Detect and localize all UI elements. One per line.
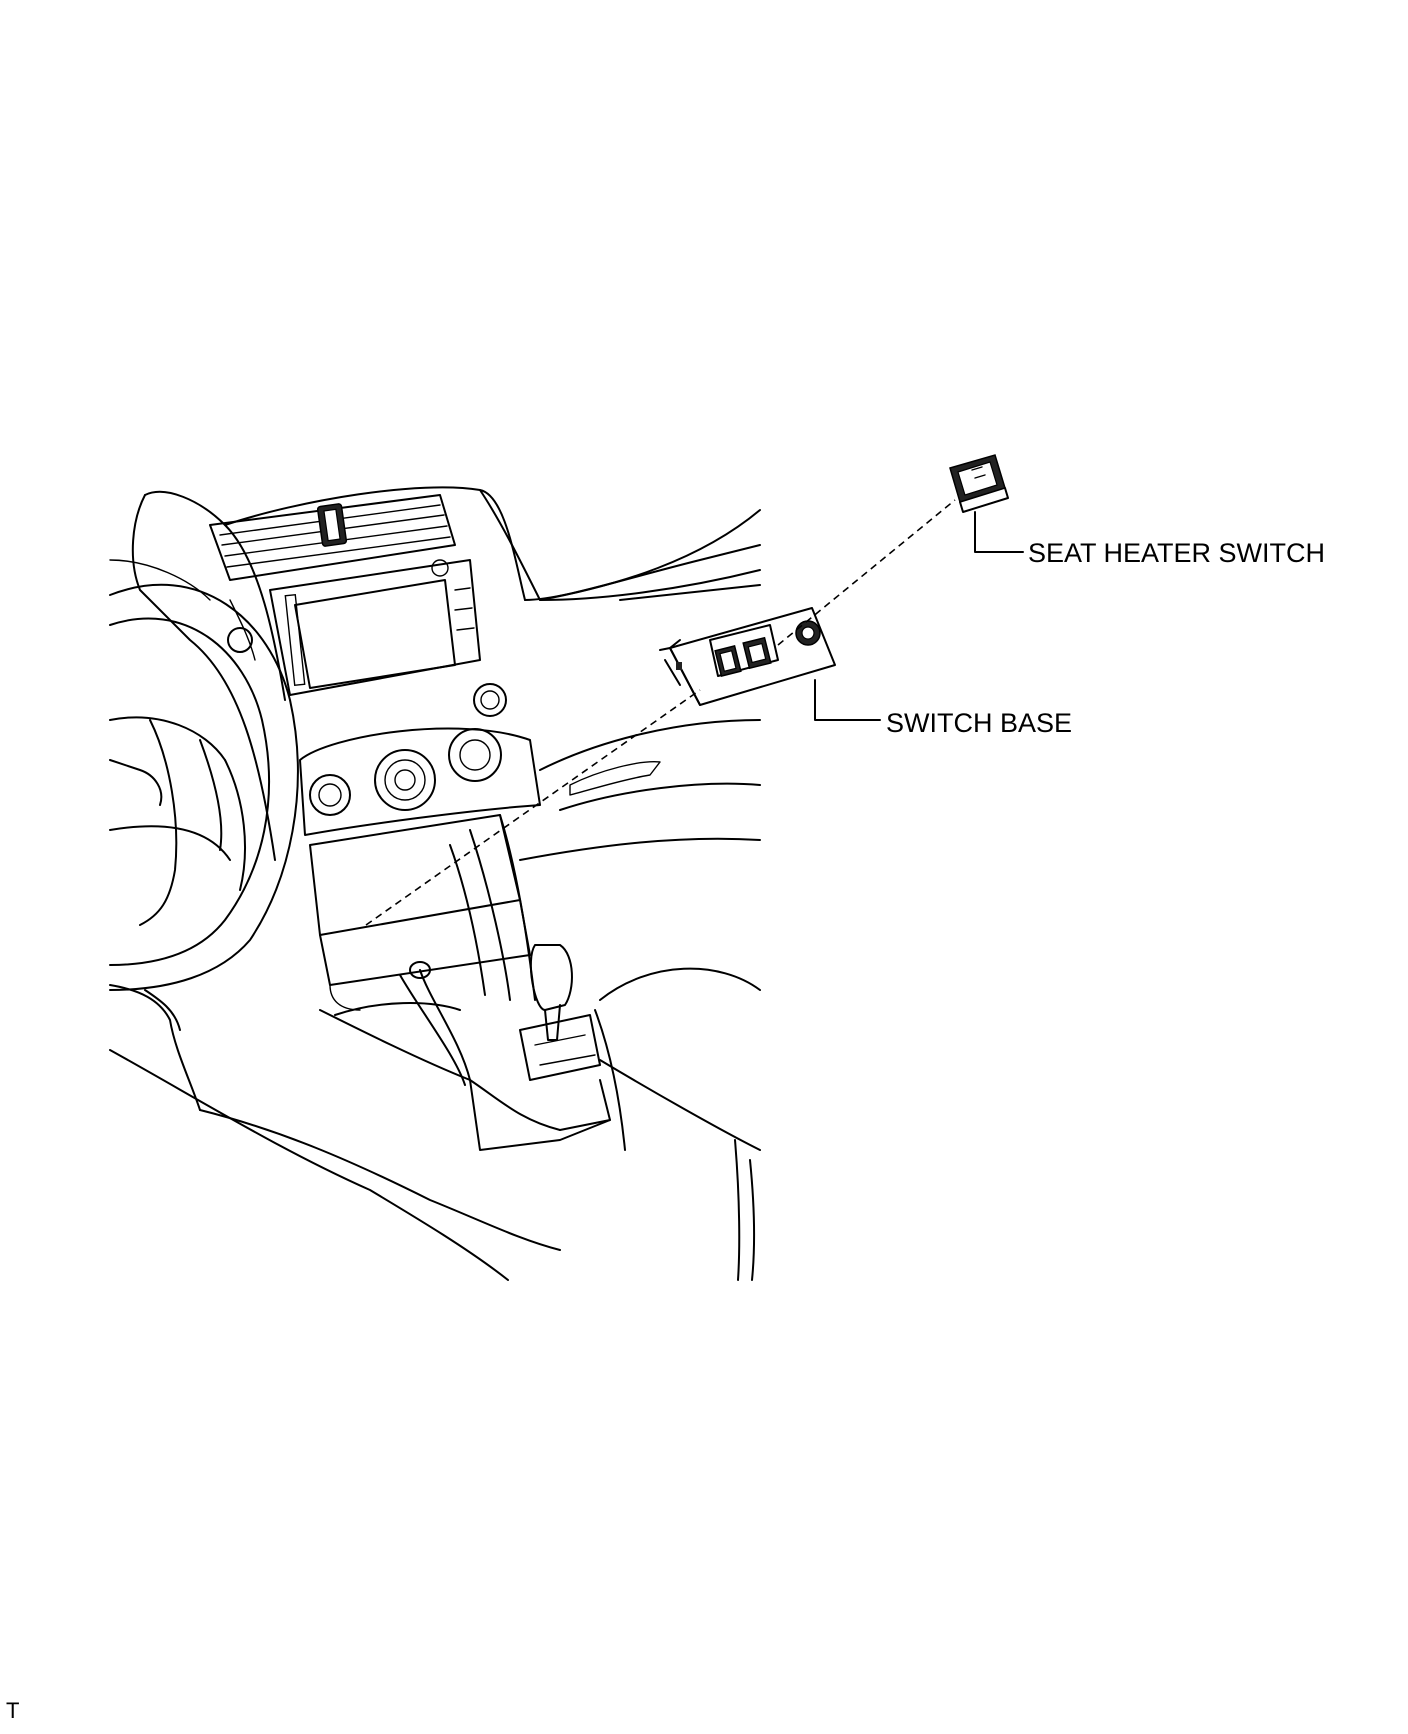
dashboard xyxy=(109,486,761,1281)
leader-seat-heater xyxy=(974,511,1024,553)
install-line-switch-base xyxy=(365,689,701,926)
switch-base-label: SWITCH BASE xyxy=(886,708,1073,738)
corner-mark: T xyxy=(6,1698,20,1723)
seat-heater-switch-label: SEAT HEATER SWITCH xyxy=(1028,538,1326,568)
steering-wheel xyxy=(109,559,299,991)
leader-switch-base xyxy=(814,679,881,721)
install-line-seat-heater xyxy=(777,499,956,646)
switch-base-part xyxy=(659,607,836,706)
seat-heater-switch-part xyxy=(949,454,1009,513)
